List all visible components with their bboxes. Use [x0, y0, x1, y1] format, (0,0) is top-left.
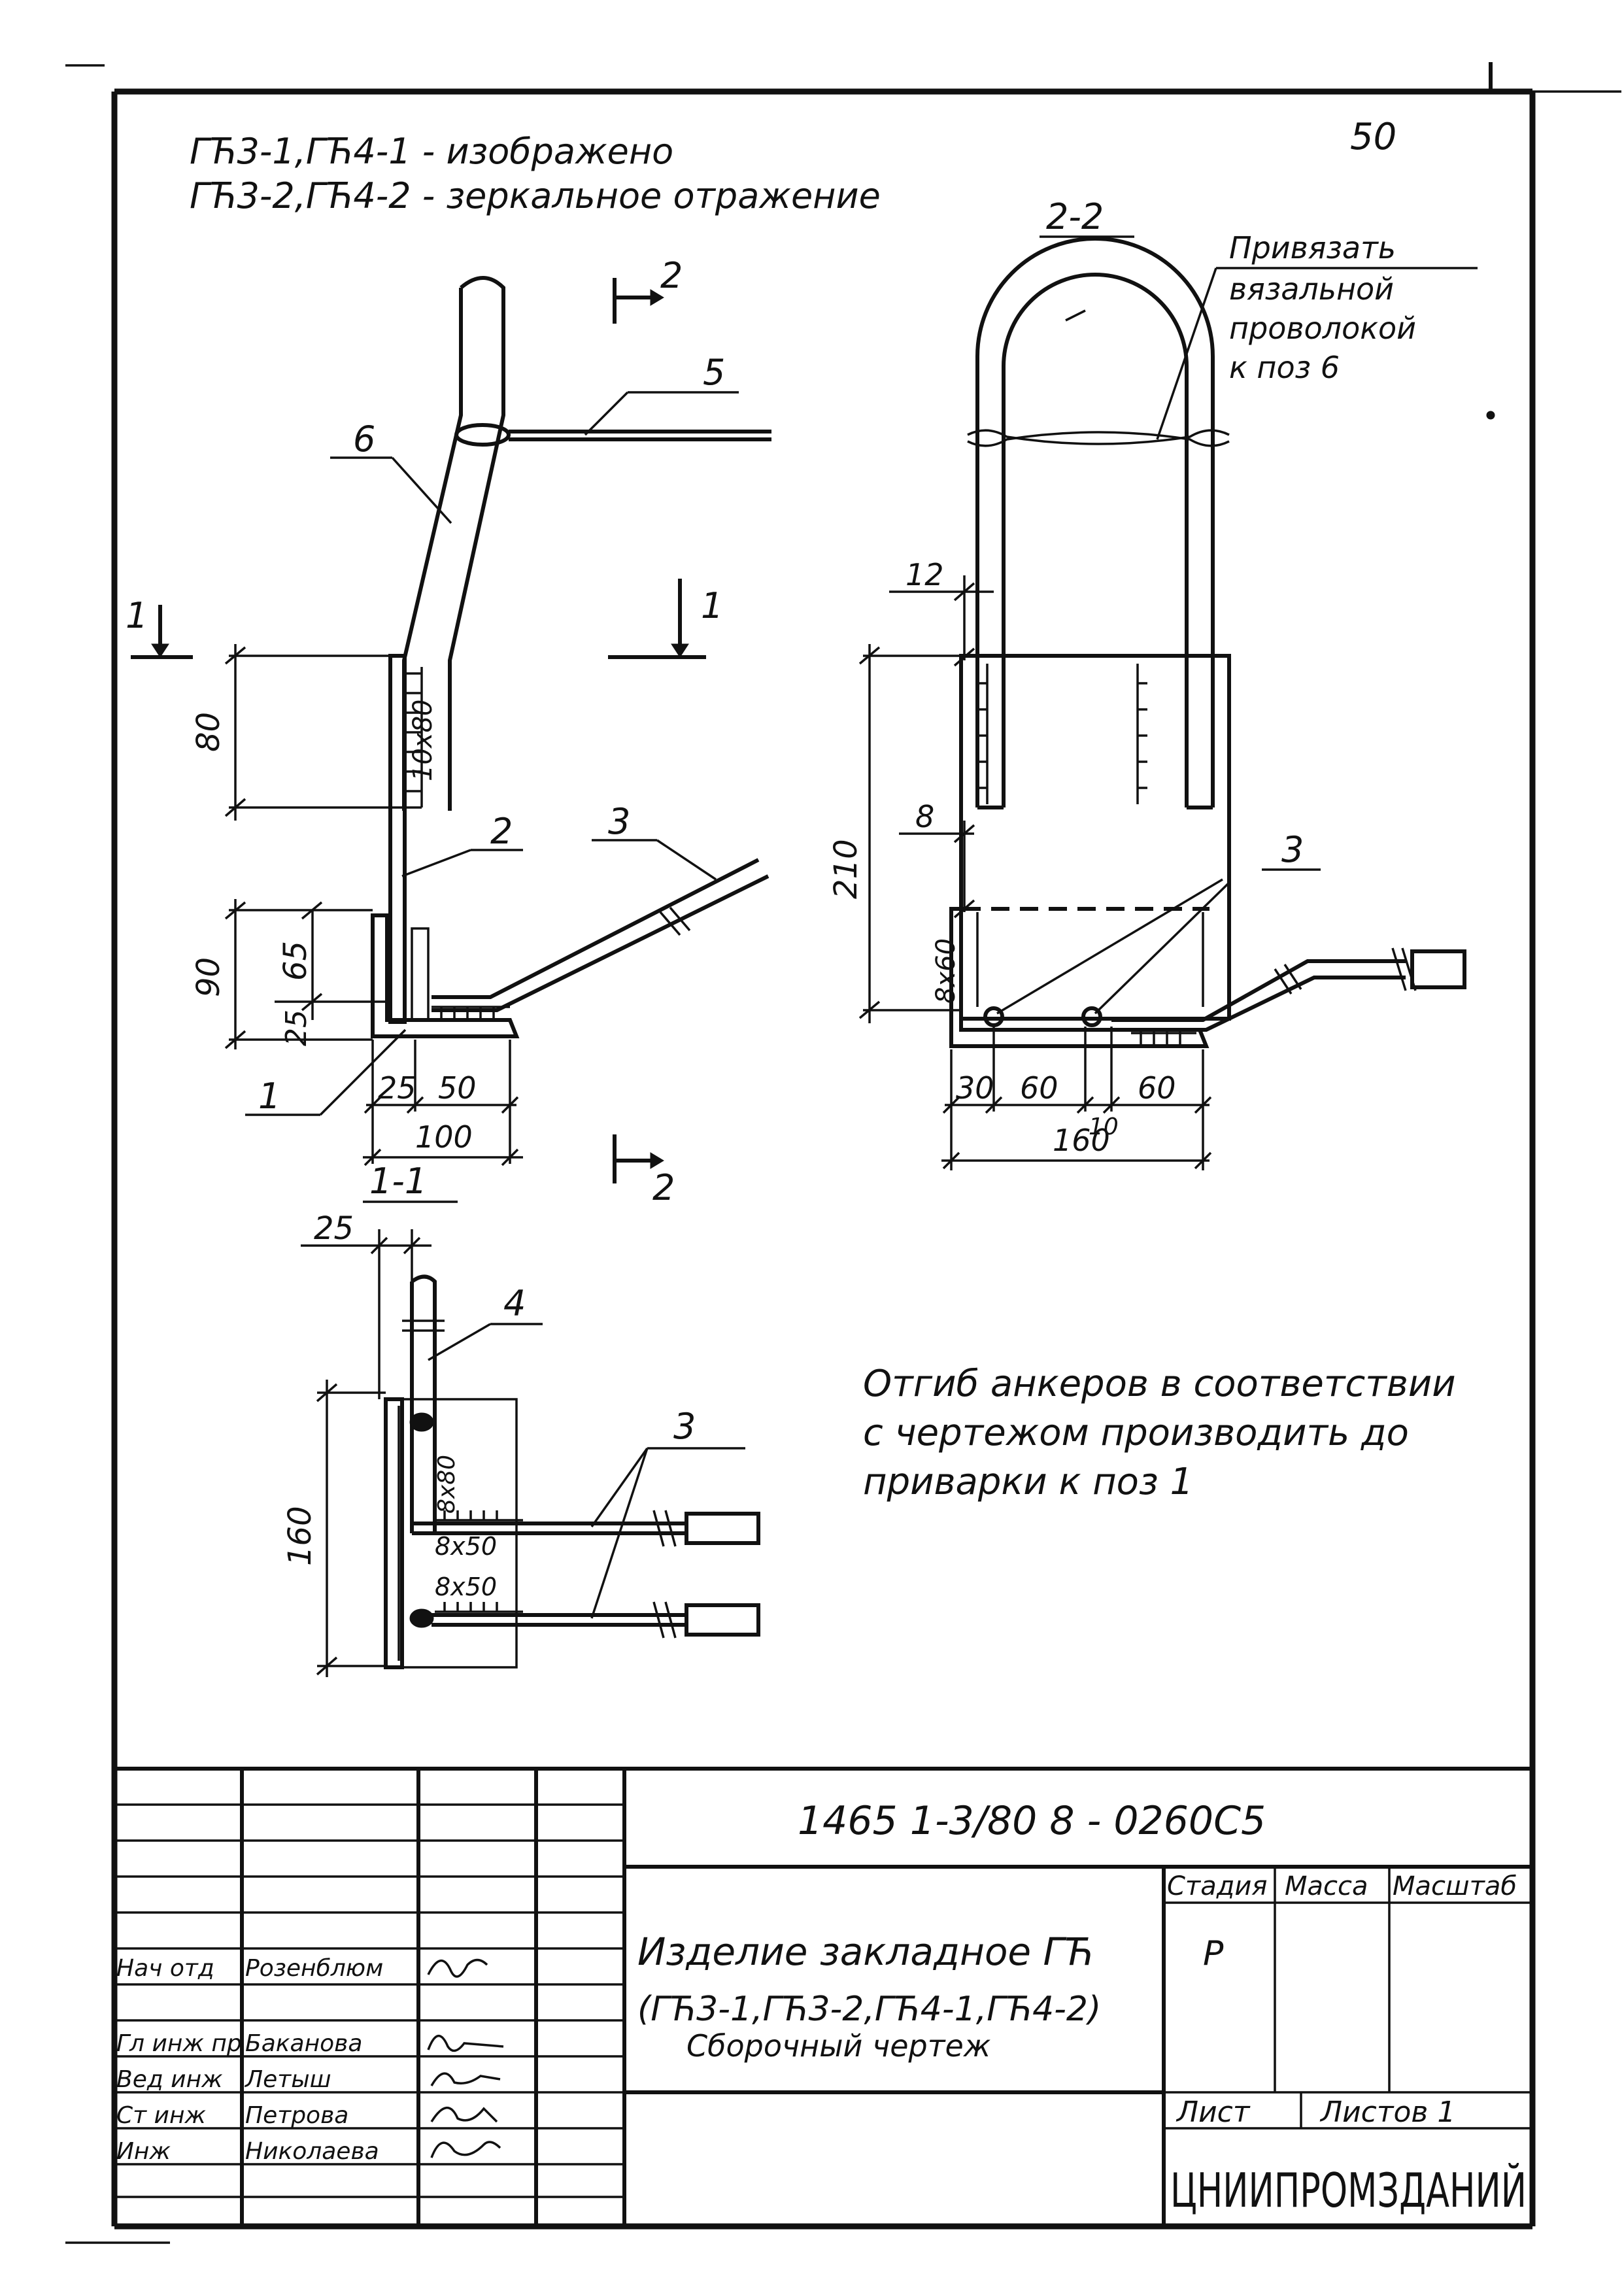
dim-8: 8 — [915, 799, 934, 834]
note-shown: ГЋ3-1,ГЋ4-1 - изображено — [190, 131, 673, 172]
dim-90: 90 — [190, 957, 227, 997]
doc-code: 1465 1-3/80 8 - 0260С5 — [798, 1798, 1266, 1844]
organization: ЦНИИПРОМЗДАНИЙ — [1170, 2163, 1527, 2218]
dim-160-section-1-1: 160 — [282, 1506, 318, 1566]
bending-note-2: с чертежом производить до — [863, 1412, 1409, 1454]
header-stage: Стадия — [1167, 1871, 1267, 1901]
pos-3-label-section-1-1: 3 — [673, 1406, 696, 1447]
dim-100: 100 — [415, 1119, 473, 1155]
tie-note-3: проволокой — [1229, 311, 1416, 346]
anchor-3-section — [1111, 959, 1406, 1022]
signer-role-1: Нач отд — [116, 1955, 214, 1982]
pos-1-label: 1 — [258, 1076, 280, 1117]
bending-note-3: приварки к поз 1 — [863, 1461, 1193, 1503]
pos-5-label: 5 — [703, 352, 725, 393]
dim-25-vertical: 25 — [280, 1010, 313, 1046]
pos-3-label-section: 3 — [1281, 829, 1304, 870]
signer-role-4: Ст инж — [116, 2102, 206, 2129]
section-1-1-anchor — [411, 1274, 437, 1533]
sheet-label: Лист — [1176, 2096, 1251, 2129]
pos-3-label-front: 3 — [608, 801, 630, 842]
dim-80: 80 — [190, 712, 227, 752]
pos-4-label: 4 — [503, 1283, 526, 1324]
signature-5 — [430, 2141, 501, 2158]
weld-label-8x50-a: 8x50 — [435, 1532, 497, 1561]
section-2-2: 2-2 — [828, 196, 1495, 1170]
pos-6-label: 6 — [353, 418, 375, 460]
dim-30: 30 — [956, 1070, 994, 1106]
weld-label-8x50-b: 8x50 — [435, 1572, 497, 1601]
header-mass: Масса — [1285, 1871, 1368, 1901]
dim-25-section-1-1: 25 — [314, 1210, 354, 1247]
weld-hatch-section-2-2 — [976, 664, 1204, 1007]
signature-1 — [427, 1958, 488, 1978]
pos-2-label: 2 — [490, 811, 513, 852]
signature-4 — [430, 2106, 498, 2123]
tie-wire — [454, 423, 511, 447]
stage-value: Р — [1203, 1934, 1224, 1973]
sheet-number: 50 — [1350, 116, 1396, 158]
signer-role-5: Инж — [116, 2138, 171, 2165]
weld-blob-top — [409, 1412, 434, 1432]
weld-label-front: 10x80 — [408, 700, 438, 781]
weld-hatch-section-1-1 — [435, 1510, 523, 1613]
title-block: 1465 1-3/80 8 - 0260С5 Изделие закладное… — [114, 1767, 1532, 2226]
sheet-frame — [65, 62, 1621, 2230]
section-1-1: 1-1 — [282, 1161, 760, 1677]
tie-note-4: к поз 6 — [1229, 350, 1340, 385]
dim-10: 10 — [1089, 1114, 1119, 1140]
cut-2-top: 2 — [660, 255, 683, 296]
anchor-3-front — [431, 858, 760, 999]
signer-name-1: Розенблюм — [245, 1955, 383, 1982]
dim-50: 50 — [438, 1070, 477, 1106]
header-scale: Масштаб — [1393, 1871, 1517, 1901]
section-1-1-title: 1-1 — [369, 1161, 427, 1202]
product-variants: (ГЋ3-1,ГЋ3-2,ГЋ4-1,ГЋ4-2) — [637, 1990, 1101, 2029]
signer-name-5: Николаева — [245, 2138, 379, 2165]
weld-label-section: 8x60 — [931, 938, 961, 1004]
signer-role-3: Вед инж — [116, 2066, 223, 2093]
tie-note-1: Привязать — [1229, 230, 1396, 265]
dim-12: 12 — [905, 557, 944, 592]
weld-hatch-10x80 — [405, 667, 423, 808]
dim-60-left: 60 — [1020, 1070, 1058, 1106]
signer-name-4: Петрова — [245, 2102, 348, 2129]
dim-160: 160 — [1053, 1123, 1110, 1158]
anchor-bar-6 — [448, 276, 505, 811]
cut-2-bottom: 2 — [652, 1167, 675, 1208]
section-2-2-title: 2-2 — [1046, 196, 1104, 237]
drawing-type: Сборочный чертеж — [686, 2028, 991, 2064]
dim-65: 65 — [277, 941, 314, 981]
u-anchor — [975, 237, 1215, 808]
signer-name-3: Летыш — [244, 2066, 331, 2093]
signature-3 — [430, 2072, 501, 2086]
front-view: 10x80 6 5 2 3 1 — [126, 255, 771, 1208]
bar-section-right — [1081, 1006, 1102, 1027]
cut-1-right: 1 — [701, 585, 723, 626]
section-plate — [959, 654, 1231, 1021]
bending-note-1: Отгиб анкеров в соответствии — [863, 1363, 1456, 1405]
signature-2 — [427, 2034, 504, 2052]
signer-name-2: Баканова — [245, 2030, 362, 2057]
note-mirror: ГЋ3-2,ГЋ4-2 - зеркальное отражение — [190, 175, 881, 216]
dim-210: 210 — [828, 839, 864, 899]
cut-1-left: 1 — [126, 595, 148, 636]
weld-blob-bottom — [409, 1608, 434, 1628]
dim-25-horizontal: 25 — [378, 1070, 416, 1106]
weld-label-8x80: 8x80 — [433, 1455, 460, 1514]
bar-section-left — [983, 1006, 1004, 1027]
sheets-label: Листов 1 — [1319, 2096, 1455, 2129]
dim-60-right: 60 — [1138, 1070, 1176, 1106]
wire-tie — [967, 429, 1230, 445]
product-name: Изделие закладное ГЋ — [637, 1930, 1094, 1974]
tie-note-2: вязальной — [1229, 271, 1394, 307]
weld-hatch-bottom-2-2 — [1131, 1030, 1196, 1045]
angle-1 — [371, 913, 520, 1038]
signer-role-2: Гл инж пр — [116, 2030, 242, 2057]
